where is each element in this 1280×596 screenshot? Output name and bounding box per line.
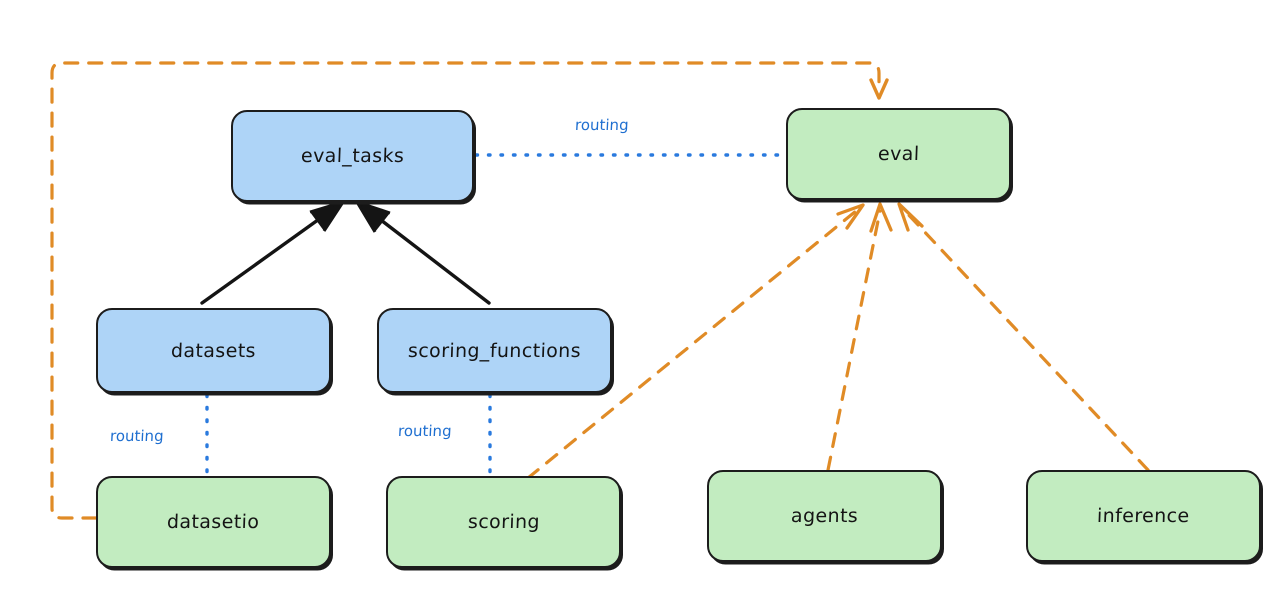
node-label: eval [877, 143, 920, 165]
node-inference[interactable]: inference [1026, 470, 1261, 562]
node-datasetio[interactable]: datasetio [96, 476, 331, 568]
node-label: agents [790, 505, 859, 527]
node-scoring-functions[interactable]: scoring_functions [377, 308, 612, 393]
node-label: scoring_functions [407, 339, 582, 362]
edge-label-routing-datasets-datasetio: routing [109, 427, 165, 445]
edge-inference-eval [897, 202, 1150, 472]
edge-datasets-evaltasks [200, 200, 345, 305]
edge-agents-eval [826, 202, 893, 472]
node-eval[interactable]: eval [786, 108, 1011, 200]
node-scoring[interactable]: scoring [386, 476, 621, 568]
node-agents[interactable]: agents [707, 470, 942, 562]
edge-label-routing-evaltasks-eval: routing [574, 116, 630, 134]
node-label: datasetio [166, 511, 261, 533]
node-label: scoring [467, 511, 540, 533]
node-eval-tasks[interactable]: eval_tasks [231, 110, 474, 202]
node-datasets[interactable]: datasets [96, 308, 331, 393]
node-label: datasets [170, 339, 257, 362]
node-label: eval_tasks [300, 145, 405, 167]
edge-scoringfunctions-evaltasks [355, 200, 491, 305]
edge-label-routing-scoringfunctions-scoring: routing [397, 422, 453, 440]
node-label: inference [1096, 505, 1191, 527]
